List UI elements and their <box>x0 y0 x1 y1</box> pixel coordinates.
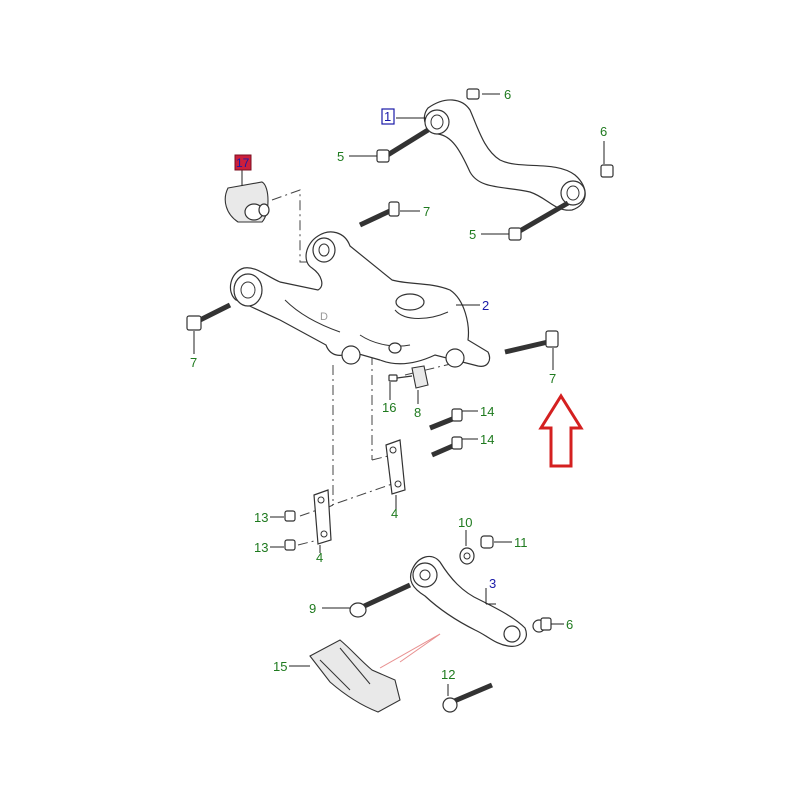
callout-8: 8 <box>414 405 421 420</box>
callout-labels: 1 2 3 4 4 5 5 6 6 6 7 7 7 8 9 10 11 12 1… <box>190 87 607 682</box>
subframe-crossmember: D <box>229 231 491 368</box>
callout-17: 17 <box>236 156 250 170</box>
washer-10-nut-11 <box>459 535 494 565</box>
links-4 <box>313 439 406 545</box>
callout-10: 10 <box>458 515 472 530</box>
callout-12: 12 <box>441 667 455 682</box>
callout-7-top: 7 <box>423 204 430 219</box>
callout-box-1 <box>381 108 395 125</box>
callout-6-right: 6 <box>600 124 607 139</box>
upper-control-arm <box>376 88 614 241</box>
lower-arm <box>409 555 527 647</box>
callout-box-17 <box>234 154 252 171</box>
callout-15: 15 <box>273 659 287 674</box>
callout-11: 11 <box>514 535 528 550</box>
bolt-7-top <box>358 201 400 228</box>
leader-lines <box>193 93 605 696</box>
callout-5-upper: 5 <box>337 149 344 164</box>
shield-15 <box>309 633 441 713</box>
callout-14-lower: 14 <box>480 432 494 447</box>
callout-13-upper: 13 <box>254 510 268 525</box>
bolt-7-right <box>504 330 559 355</box>
callout-5-lower: 5 <box>469 227 476 242</box>
callout-4-lower: 4 <box>316 550 323 565</box>
mount-bracket <box>224 181 270 223</box>
callout-1: 1 <box>384 109 391 124</box>
callout-13-lower: 13 <box>254 540 268 555</box>
nut-6-lower <box>532 617 552 633</box>
callout-16: 16 <box>382 400 396 415</box>
nuts-13 <box>284 510 296 551</box>
bolt-12 <box>442 682 493 713</box>
part-watermark: D <box>320 311 328 323</box>
bracket-8-and-screw-16 <box>388 365 429 389</box>
bolts-14 <box>429 408 463 458</box>
callout-4-upper: 4 <box>391 506 398 521</box>
callout-2: 2 <box>482 298 489 313</box>
bolt-9 <box>349 582 412 618</box>
callout-3: 3 <box>489 576 496 591</box>
red-up-arrow-icon <box>538 393 584 468</box>
callout-9: 9 <box>309 601 316 616</box>
callout-14-upper: 14 <box>480 404 494 419</box>
bolt-7-left <box>186 302 232 331</box>
callout-6-lower: 6 <box>566 617 573 632</box>
callout-6-top: 6 <box>504 87 511 102</box>
callout-7-left: 7 <box>190 355 197 370</box>
callout-7-right: 7 <box>549 371 556 386</box>
